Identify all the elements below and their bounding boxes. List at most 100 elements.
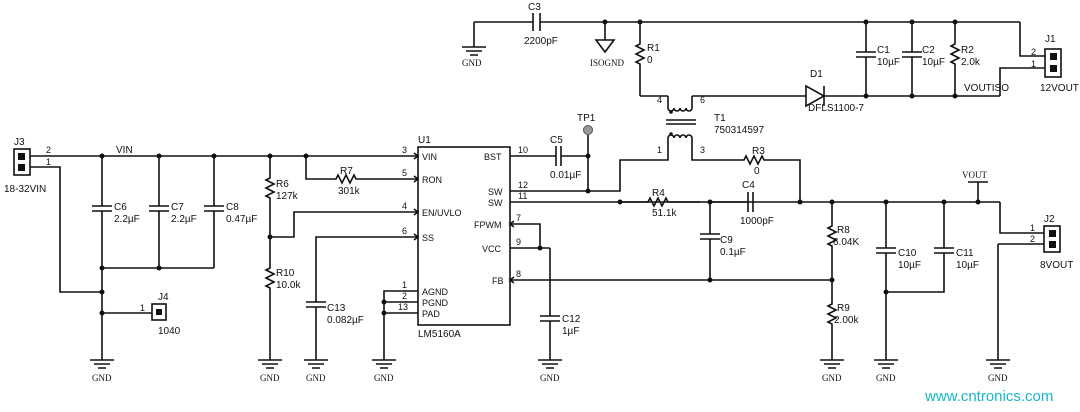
j3-name: 18-32VIN (4, 184, 46, 195)
j2-name: 8VOUT (1040, 260, 1073, 271)
gnd-label-input: GND (92, 373, 112, 383)
c2-value: 10µF (922, 57, 945, 68)
c9-value: 0.1µF (720, 247, 746, 258)
d1-value: DFLS1100-7 (808, 103, 864, 114)
watermark: www.cntronics.com (924, 388, 1053, 405)
pin-vcc: VCC (482, 244, 502, 254)
voutiso-label: VOUTISO (964, 83, 1009, 94)
pin-num-13: 13 (398, 302, 408, 312)
j1-ref: J1 (1045, 34, 1056, 45)
j1-name: 12VOUT (1040, 83, 1079, 94)
pin-num-5: 5 (402, 168, 407, 178)
tp1-ref: TP1 (577, 113, 596, 124)
ground-symbol-c10 (874, 356, 898, 369)
gnd-label-r9: GND (822, 373, 842, 383)
junction (637, 19, 643, 25)
pin-ss: SS (422, 233, 434, 243)
gnd-label-c12: GND (540, 373, 560, 383)
pin-fb: FB (492, 276, 504, 286)
gnd-label-c3: GND (462, 58, 482, 68)
c2-ref: C2 (922, 45, 935, 56)
c7-ref: C7 (171, 202, 184, 213)
pin-num-1: 1 (402, 280, 407, 290)
c11-ref: C11 (956, 248, 974, 259)
r1-ref: R1 (647, 43, 660, 54)
t1-transformer (666, 95, 806, 150)
pin-num-8: 8 (516, 269, 521, 279)
c5-value: 0.01µF (550, 170, 581, 181)
r9-ref: R9 (837, 303, 850, 314)
j2-pin2: 2 (1030, 234, 1035, 244)
c10-value: 10µF (898, 260, 921, 271)
j3-connector (13, 148, 404, 293)
vout-netflag (968, 181, 988, 202)
r4-resistor (620, 196, 700, 208)
t1-ref: T1 (714, 113, 726, 124)
isognd-label: ISOGND (590, 58, 625, 68)
r7-ref: R7 (340, 166, 353, 177)
r2-ref: R2 (961, 45, 974, 56)
ground-symbol-c3 (462, 46, 486, 56)
j2-pin1: 1 (1030, 223, 1035, 233)
c7-value: 2.2µF (171, 214, 197, 225)
j2-connector (997, 202, 1061, 356)
c13-capacitor (306, 236, 404, 356)
j1-connector (999, 22, 1062, 96)
pin-num-12: 12 (518, 180, 528, 190)
r8-ref: R8 (837, 225, 850, 236)
gnd-label-c13: GND (306, 373, 326, 383)
r10-ref: R10 (276, 268, 295, 279)
c11-capacitor (886, 202, 954, 293)
pin-ron: RON (422, 175, 442, 185)
junction (602, 19, 608, 25)
isognd-symbol (594, 22, 616, 54)
ground-symbol-c12 (538, 356, 562, 369)
c4-value: 1000pF (740, 216, 774, 227)
c9-capacitor (700, 202, 720, 280)
t1-pin6: 6 (700, 95, 705, 105)
t1-pin3: 3 (700, 145, 705, 155)
c3-value: 2200pF (524, 36, 558, 47)
c1-capacitor (856, 22, 876, 96)
pin-sw2: SW (488, 198, 503, 208)
c4-capacitor (710, 192, 754, 212)
c5-ref: C5 (550, 135, 563, 146)
j4-pin1: 1 (140, 303, 145, 313)
c8-value: 0.47µF (226, 214, 257, 225)
r3-ref: R3 (752, 146, 765, 157)
t1-value: 750314597 (714, 125, 764, 136)
c13-value: 0.082µF (327, 315, 364, 326)
r3-value: 0 (754, 166, 760, 177)
j3-ref: J3 (14, 137, 25, 148)
d1-ref: D1 (810, 69, 823, 80)
ground-symbol-r9 (820, 356, 844, 369)
u1-ref: U1 (418, 135, 431, 146)
pin-num-11: 11 (518, 191, 527, 201)
c8-capacitor (204, 156, 224, 268)
pin-num-6: 6 (402, 226, 407, 236)
vin-label: VIN (116, 145, 133, 156)
ground-symbol-r10 (258, 356, 282, 369)
c13-ref: C13 (327, 303, 346, 314)
pin-pad: PAD (422, 309, 440, 319)
r10-resistor (264, 237, 276, 356)
tp1-testpoint (583, 125, 593, 156)
c12-value: 1µF (562, 326, 579, 337)
j4-connector (102, 303, 167, 321)
c12-ref: C12 (562, 314, 581, 325)
c4-ref: C4 (742, 180, 755, 191)
r4-ref: R4 (652, 188, 665, 199)
pin-num-10: 10 (518, 145, 528, 155)
pin-agnd: AGND (422, 287, 449, 297)
pin-num-9: 9 (516, 237, 521, 247)
r7-value: 301k (338, 186, 361, 197)
j1-pin1: 1 (1031, 59, 1036, 69)
r9-value: 2.00k (834, 315, 859, 326)
r7-resistor (305, 156, 404, 185)
c8-ref: C8 (226, 202, 239, 213)
c6-capacitor (92, 156, 112, 268)
gnd-label-c10: GND (876, 373, 896, 383)
ground-symbol-c13 (304, 356, 328, 369)
c11-value: 10µF (956, 260, 979, 271)
